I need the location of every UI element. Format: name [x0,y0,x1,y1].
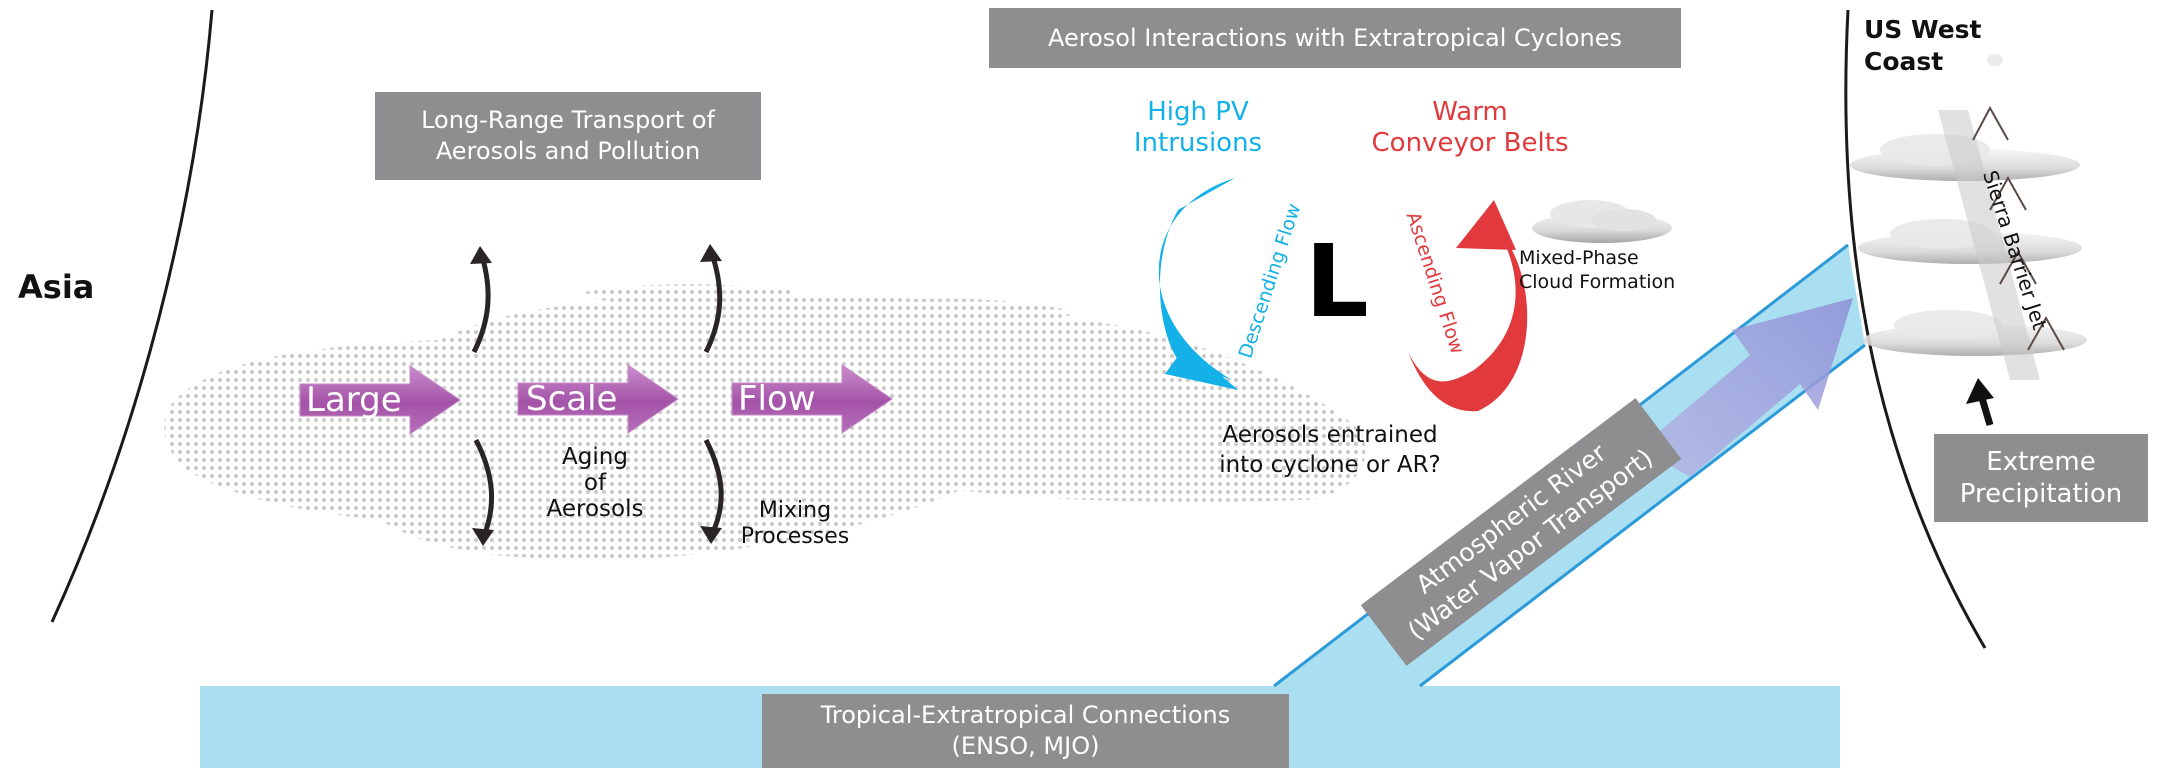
aerosol-plume [164,284,1366,560]
mixed-phase-label: Mixed-Phase Cloud Formation [1519,246,1675,294]
tropical-line2: (ENSO, MJO) [951,732,1100,760]
us-west-coast-label: US West Coast [1864,14,1981,78]
asia-label: Asia [18,268,95,306]
descending-flow-arrow [1158,178,1238,390]
entrained-line2: into cyclone or AR? [1219,452,1441,478]
flow-word-scale: Scale [526,379,618,419]
tropical-connections-box: Tropical-Extratropical Connections (ENSO… [762,694,1289,768]
low-pressure-symbol: L [1305,223,1369,340]
scale-arrow [517,364,679,434]
transport-line2: Aerosols and Pollution [435,137,701,165]
transport-line1: Long-Range Transport of [421,106,715,134]
asia-coastline [50,9,214,623]
aging-label: Aging of Aerosols [540,444,650,522]
large-arrow [299,365,461,435]
flow-arrow [731,364,893,434]
us-west-coast-line1: US West [1864,15,1982,44]
cyclone-interactions-title: Aerosol Interactions with Extratropical … [1047,23,1623,52]
us-west-coast-line2: Coast [1864,47,1944,76]
high-pv-label: High PV Intrusions [1118,97,1278,159]
sierra-clouds [1850,54,2087,356]
warm-conveyor-line2: Conveyor Belts [1371,128,1569,158]
mixed-phase-line2: Cloud Formation [1519,271,1676,293]
flow-word-flow: Flow [738,379,816,419]
precip-line2: Precipitation [1959,479,2123,509]
mixing-line1: Mixing [758,498,832,523]
mountain-icons [1972,105,2065,351]
aging-line2: of [583,470,607,496]
mixing-line2: Processes [740,524,850,549]
mixed-phase-line1: Mixed-Phase [1519,247,1639,269]
entrained-question-label: Aerosols entrained into cyclone or AR? [1205,420,1455,480]
ascending-flow-arrow [1408,200,1528,412]
warm-conveyor-line1: Warm [1432,97,1508,127]
long-range-transport-box: Long-Range Transport of Aerosols and Pol… [375,92,761,180]
sierra-jet-band [1938,110,2040,380]
precip-line1: Extreme [1986,447,2096,477]
us-coastline [1844,9,1987,649]
precipitation-arrow [1966,378,1994,426]
extreme-precipitation-box: Extreme Precipitation [1934,434,2148,522]
cyclone-interactions-box: Aerosol Interactions with Extratropical … [989,8,1681,68]
entrained-line1: Aerosols entrained [1222,422,1438,448]
high-pv-line1: High PV [1147,97,1249,127]
mixing-label: Mixing Processes [735,498,855,550]
river-arrow [1640,298,1853,477]
aging-line1: Aging [562,444,628,470]
river-lower-edge [1419,343,1866,688]
vertical-mixing-arrowheads [470,244,722,546]
high-pv-line2: Intrusions [1133,128,1263,158]
vertical-mixing-arrows [471,253,724,537]
tropical-line1: Tropical-Extratropical Connections [820,701,1231,729]
flow-word-large: Large [306,380,402,420]
warm-conveyor-label: Warm Conveyor Belts [1360,97,1580,159]
mixed-phase-cloud [1532,200,1672,243]
aging-line3: Aerosols [546,496,644,522]
